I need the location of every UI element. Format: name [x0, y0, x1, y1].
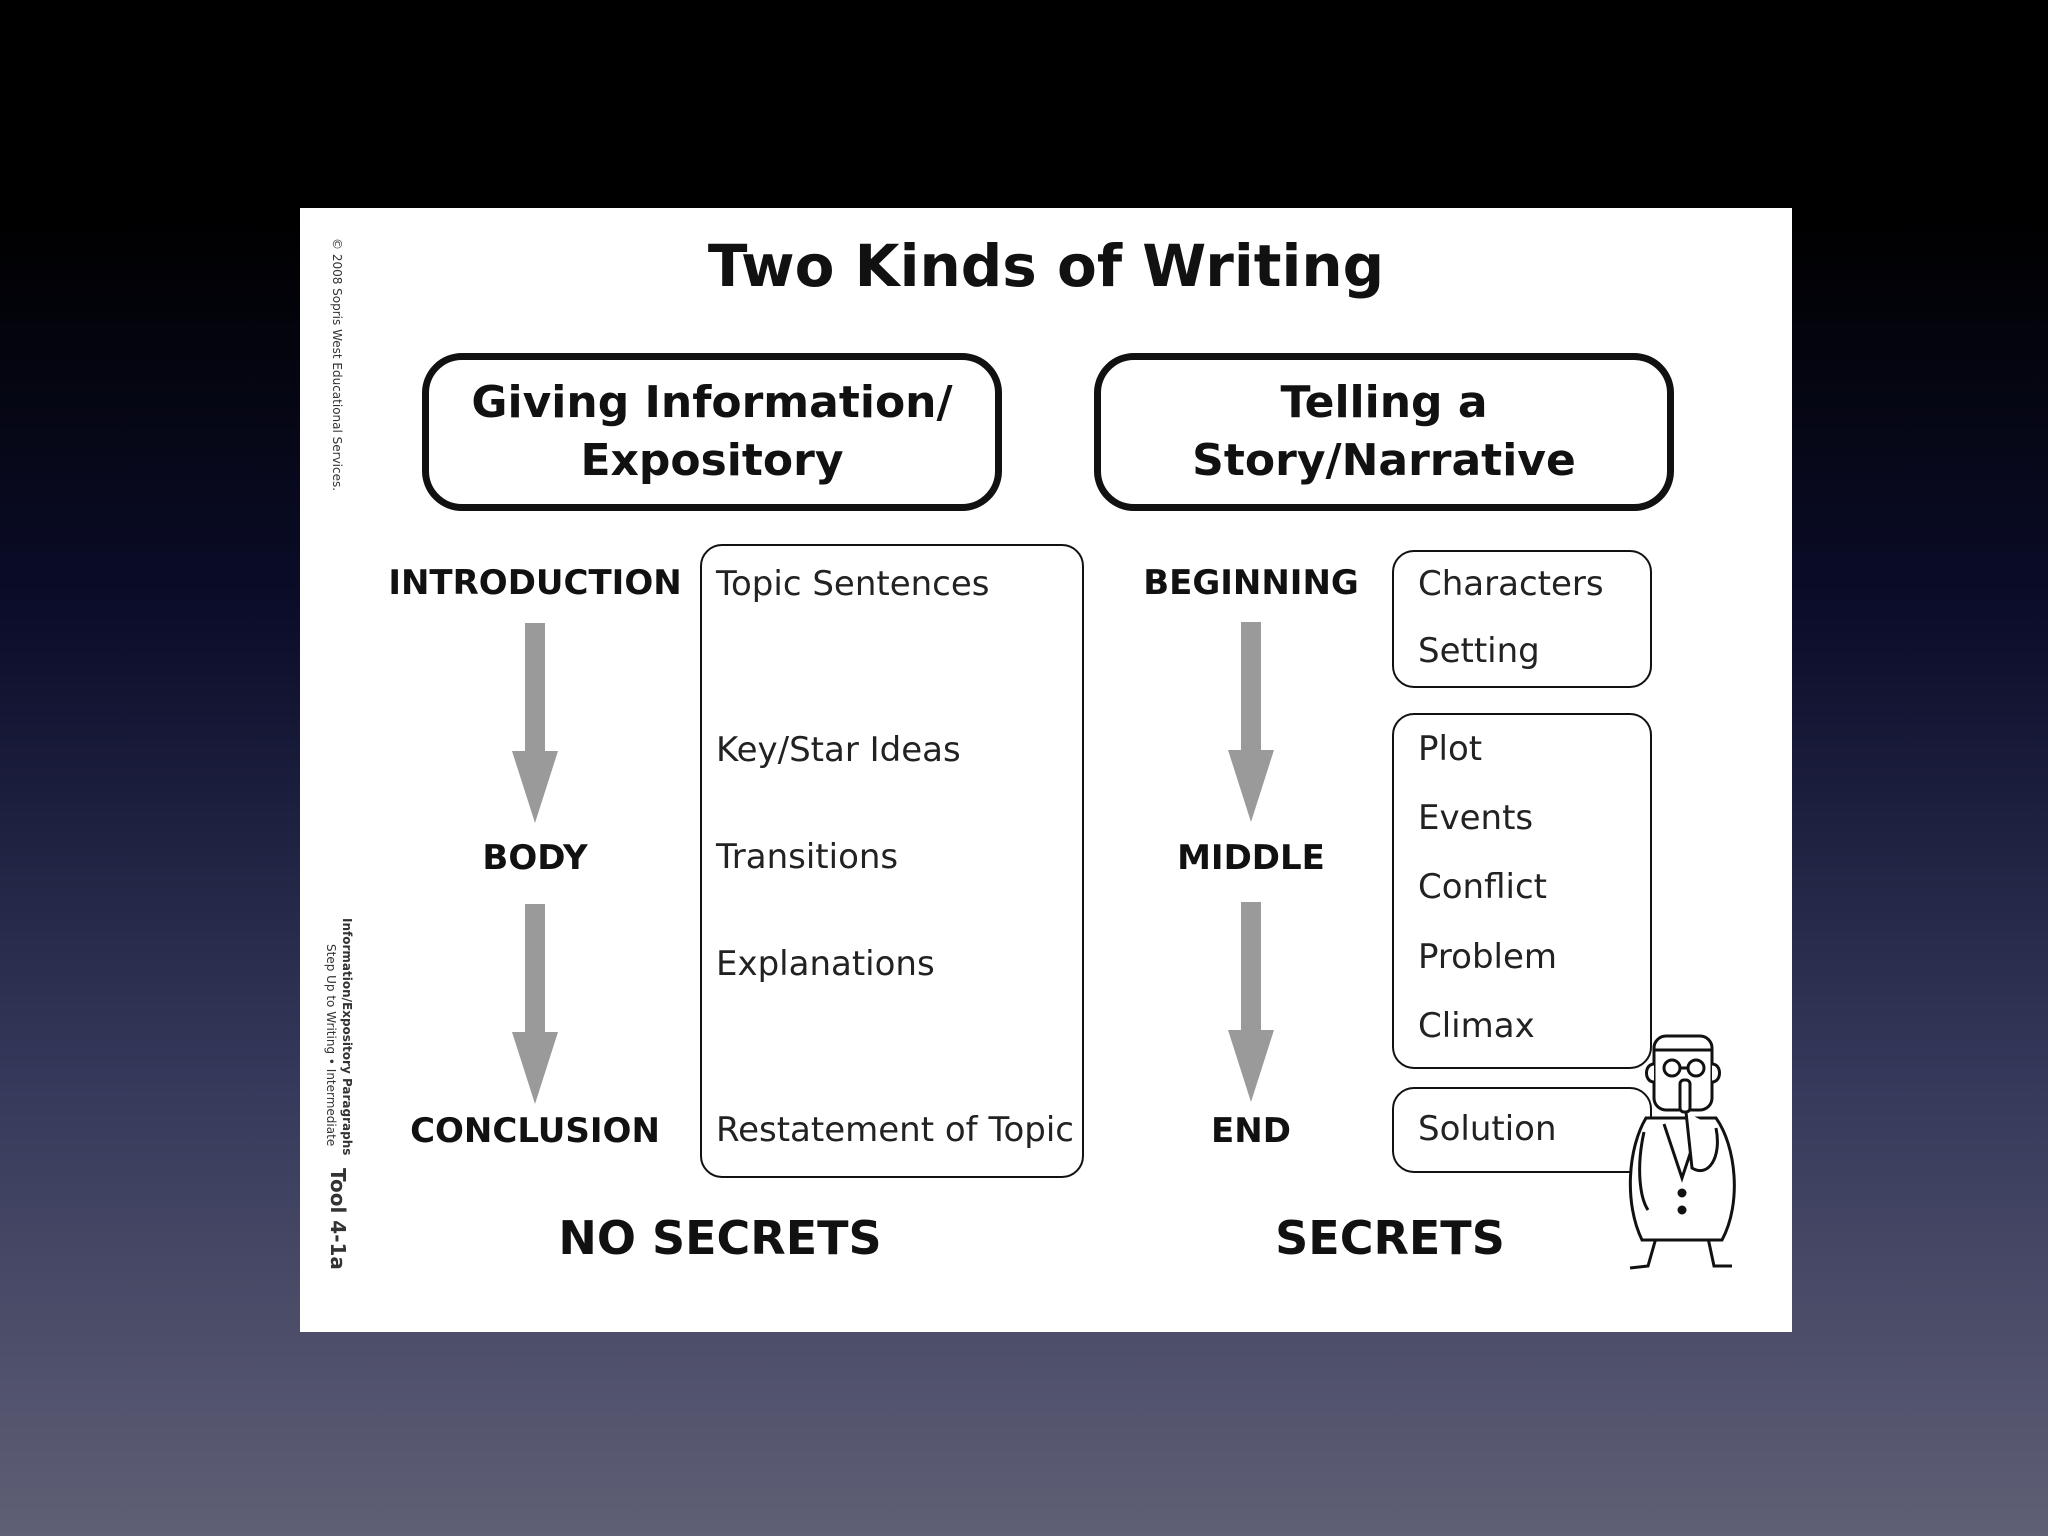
- list-item: Conflict: [1418, 867, 1547, 907]
- no-secrets-label: NO SECRETS: [470, 1211, 970, 1265]
- stage-beginning: BEGINNING: [1101, 563, 1401, 603]
- narrative-heading-line2: Story/Narrative: [1192, 432, 1576, 490]
- expository-heading-line2: Expository: [580, 432, 843, 490]
- arrow-down-icon: [510, 623, 560, 823]
- book-title: Information/Expository Paragraphs: [340, 918, 354, 1155]
- list-item: Characters: [1418, 564, 1604, 604]
- list-item: Topic Sentences: [716, 564, 990, 604]
- list-item: Events: [1418, 798, 1533, 838]
- list-item: Transitions: [716, 837, 898, 877]
- stage-body: BODY: [385, 838, 685, 878]
- list-item: Problem: [1418, 937, 1557, 977]
- narrative-heading-line1: Telling a: [1280, 374, 1487, 432]
- secrets-label: SECRETS: [1140, 1211, 1640, 1265]
- list-item: Explanations: [716, 944, 935, 984]
- copyright-note: © 2008 Sopris West Educational Services.: [330, 238, 344, 491]
- list-item: Climax: [1418, 1006, 1535, 1046]
- page-title: Two Kinds of Writing: [300, 232, 1792, 300]
- arrow-down-icon: [1226, 622, 1276, 822]
- list-item: Key/Star Ideas: [716, 730, 961, 770]
- worksheet: Two Kinds of Writing © 2008 Sopris West …: [300, 208, 1792, 1332]
- expository-heading-line1: Giving Information/: [471, 374, 952, 432]
- expository-heading: Giving Information/ Expository: [422, 353, 1002, 511]
- arrow-down-icon: [1226, 902, 1276, 1102]
- narrative-heading: Telling a Story/Narrative: [1094, 353, 1674, 511]
- list-item: Restatement of Topic: [716, 1110, 1074, 1150]
- list-item: Plot: [1418, 729, 1482, 769]
- list-item: Setting: [1418, 631, 1540, 671]
- stage-conclusion: CONCLUSION: [385, 1111, 685, 1151]
- book-subtitle: Step Up to Writing • Intermediate: [324, 944, 338, 1146]
- list-item: Solution: [1418, 1109, 1557, 1149]
- stage-middle: MIDDLE: [1101, 838, 1401, 878]
- arrow-down-icon: [510, 904, 560, 1104]
- stage-end: END: [1101, 1111, 1401, 1151]
- shushing-man-illustration: [1618, 1028, 1758, 1278]
- stage-introduction: INTRODUCTION: [385, 563, 685, 603]
- tool-number: Tool 4-1a: [326, 1168, 350, 1270]
